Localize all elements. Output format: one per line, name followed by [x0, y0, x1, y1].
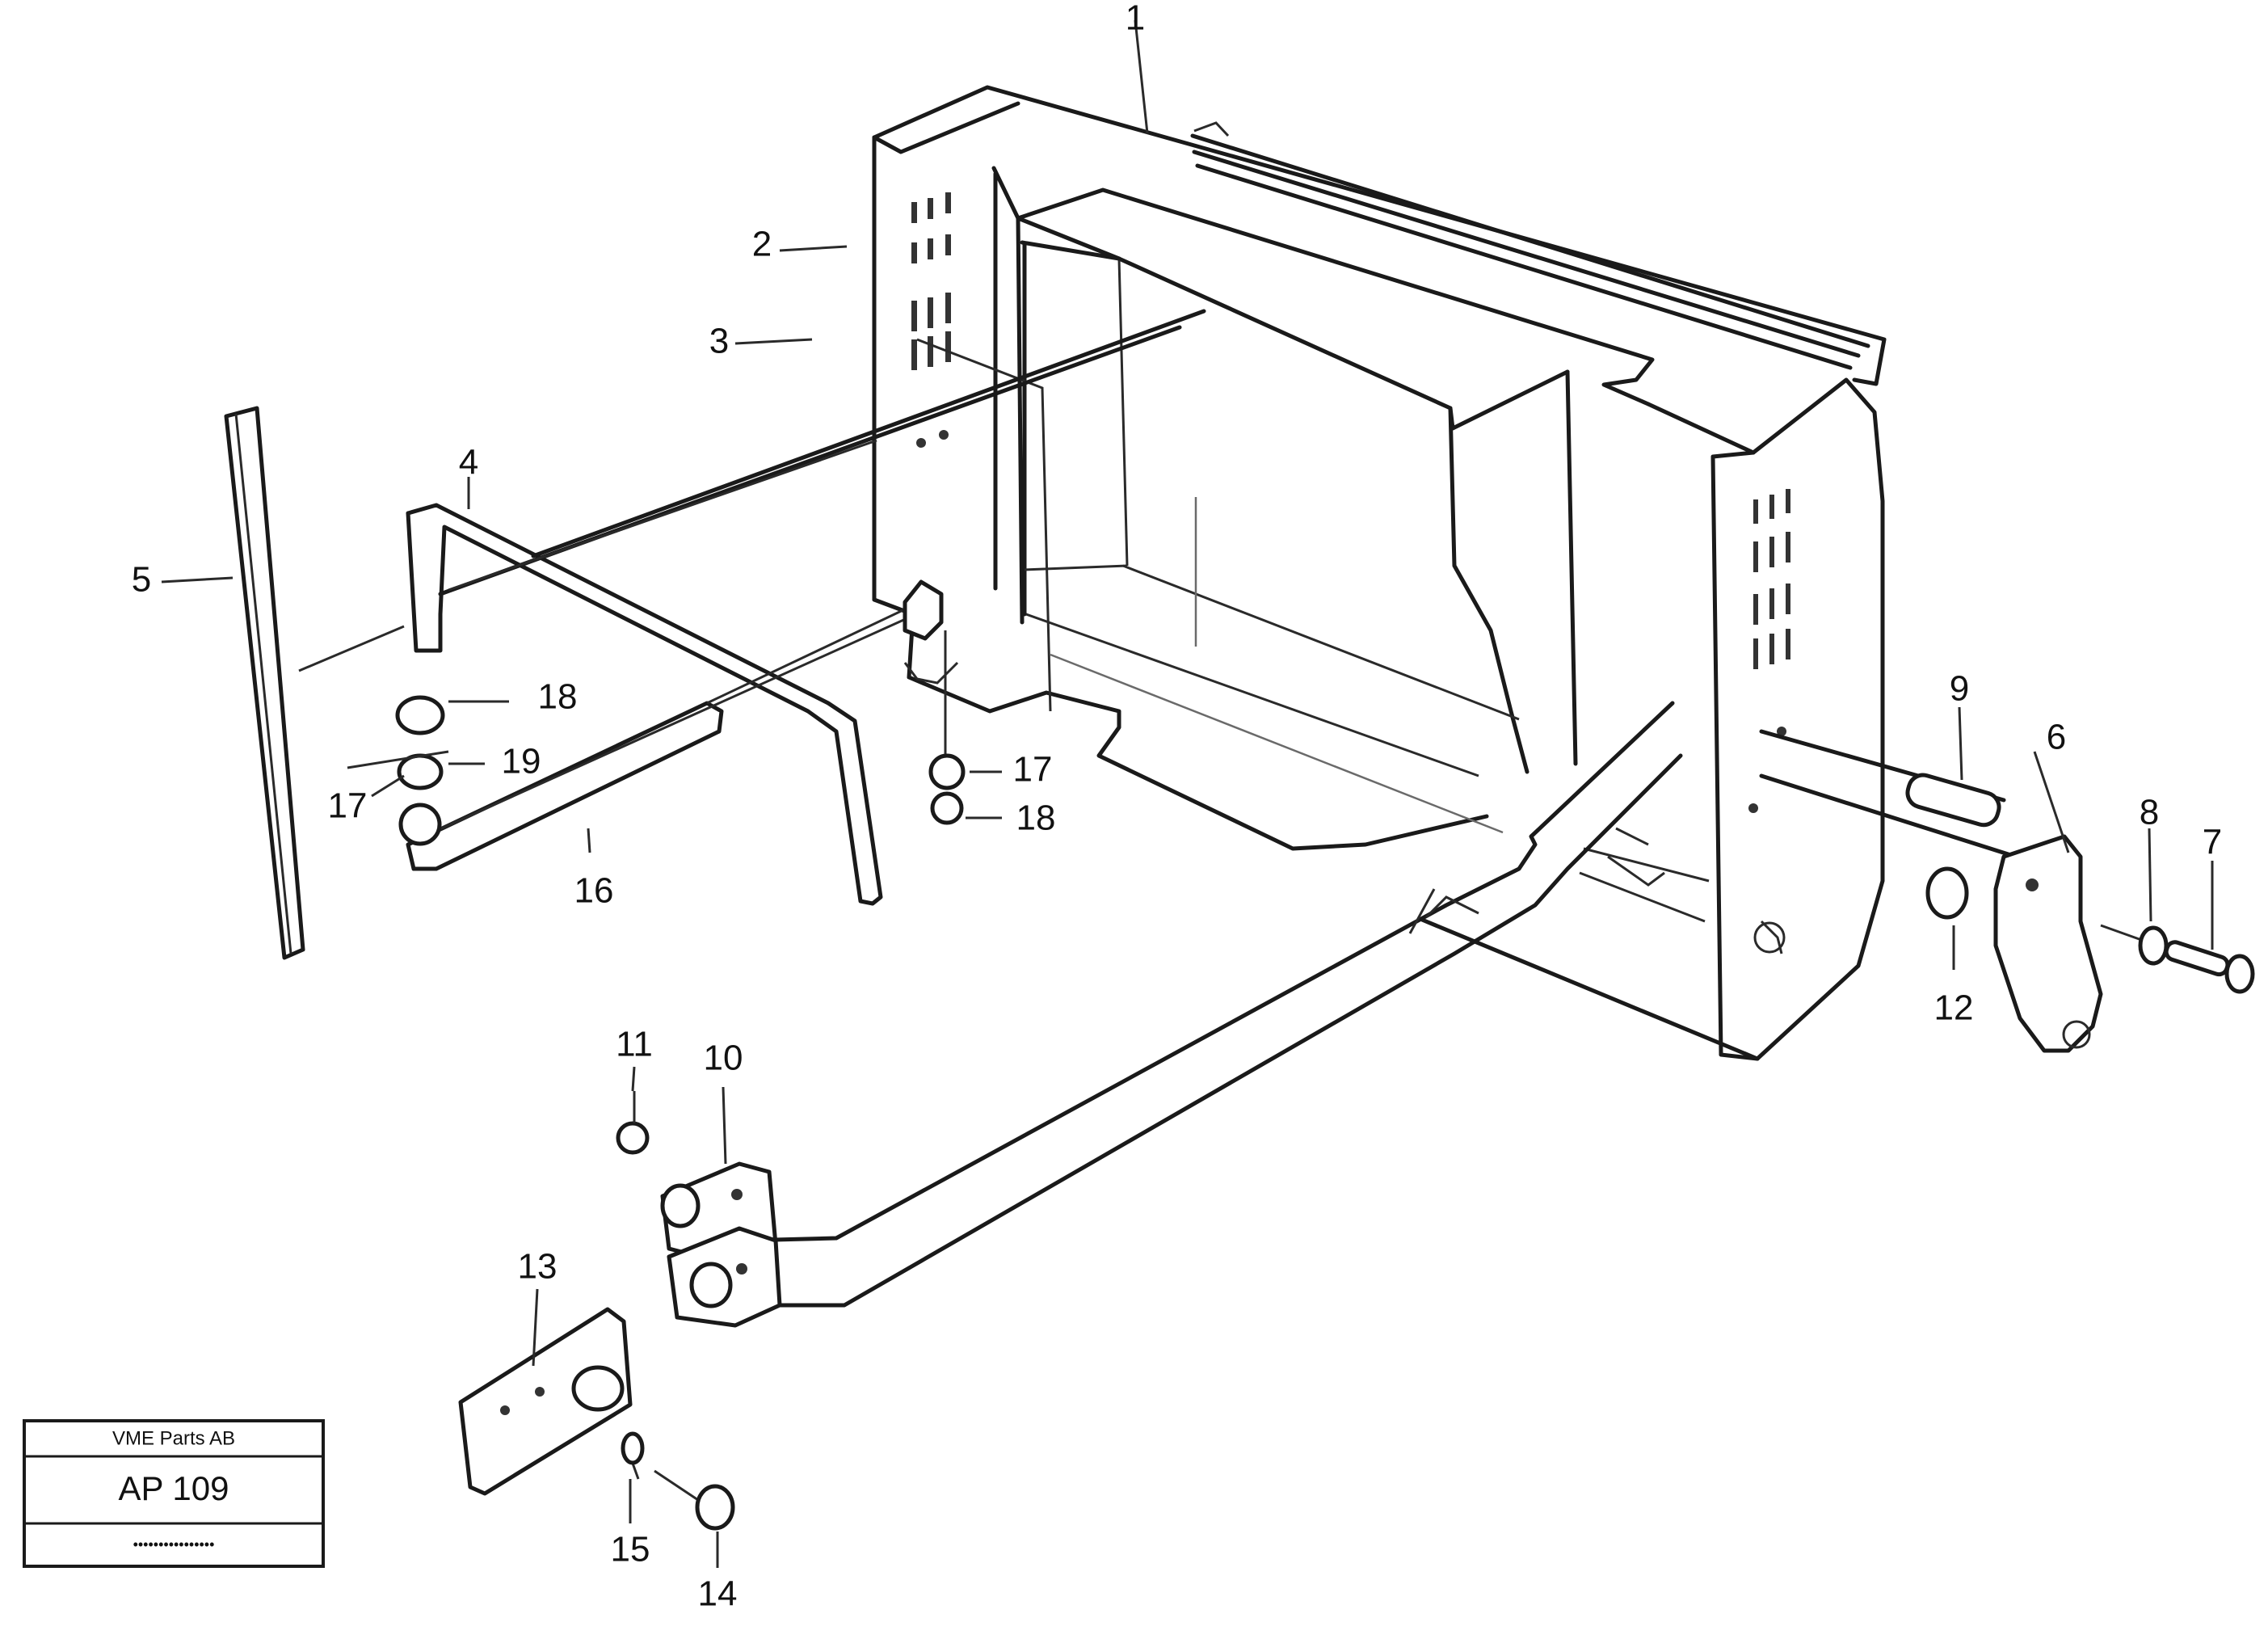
- callout-9: 9: [1950, 669, 1969, 709]
- callout-18-left: 18: [538, 677, 578, 717]
- plate-part-13: [458, 1307, 735, 1531]
- rod-part-4: [406, 309, 1206, 906]
- callout-17-left: 17: [328, 786, 368, 826]
- leader-lines: [161, 19, 2214, 1568]
- callout-1: 1: [1126, 0, 1145, 38]
- title-block-bottom: ••••••••••••••••: [133, 1536, 215, 1553]
- callout-6: 6: [2047, 718, 2066, 757]
- callout-19: 19: [502, 742, 541, 782]
- callouts: 1 2 3 4 5 6 7 8 9 10 11 12 13 14 15 16 1…: [132, 0, 2222, 1614]
- link-part-16: [347, 598, 926, 871]
- callout-5: 5: [132, 560, 151, 600]
- lower-rod: [741, 701, 1683, 1308]
- callout-8: 8: [2140, 793, 2159, 832]
- callout-18-mid: 18: [1016, 798, 1056, 838]
- callout-2: 2: [752, 225, 772, 264]
- callout-7: 7: [2203, 823, 2222, 862]
- title-block-top: VME Parts AB: [112, 1427, 235, 1449]
- callout-14: 14: [698, 1574, 738, 1614]
- callout-10: 10: [704, 1039, 743, 1078]
- bar-part-5: [224, 406, 405, 960]
- housing-part-1: [872, 85, 1887, 1061]
- bracket-part-10: [616, 1091, 782, 1328]
- callout-3: 3: [709, 322, 729, 361]
- callout-15: 15: [611, 1530, 650, 1569]
- callout-12: 12: [1934, 988, 1974, 1028]
- title-block: VME Parts AB AP 109 ••••••••••••••••: [23, 1419, 325, 1568]
- center-bolts: [903, 579, 966, 825]
- callout-13: 13: [518, 1247, 558, 1287]
- callout-16: 16: [574, 871, 614, 911]
- callout-11: 11: [616, 1025, 653, 1064]
- title-block-code: AP 109: [118, 1469, 229, 1507]
- callout-4: 4: [459, 443, 478, 482]
- right-hardware: [1759, 729, 2255, 1053]
- callout-17-mid: 17: [1013, 750, 1053, 790]
